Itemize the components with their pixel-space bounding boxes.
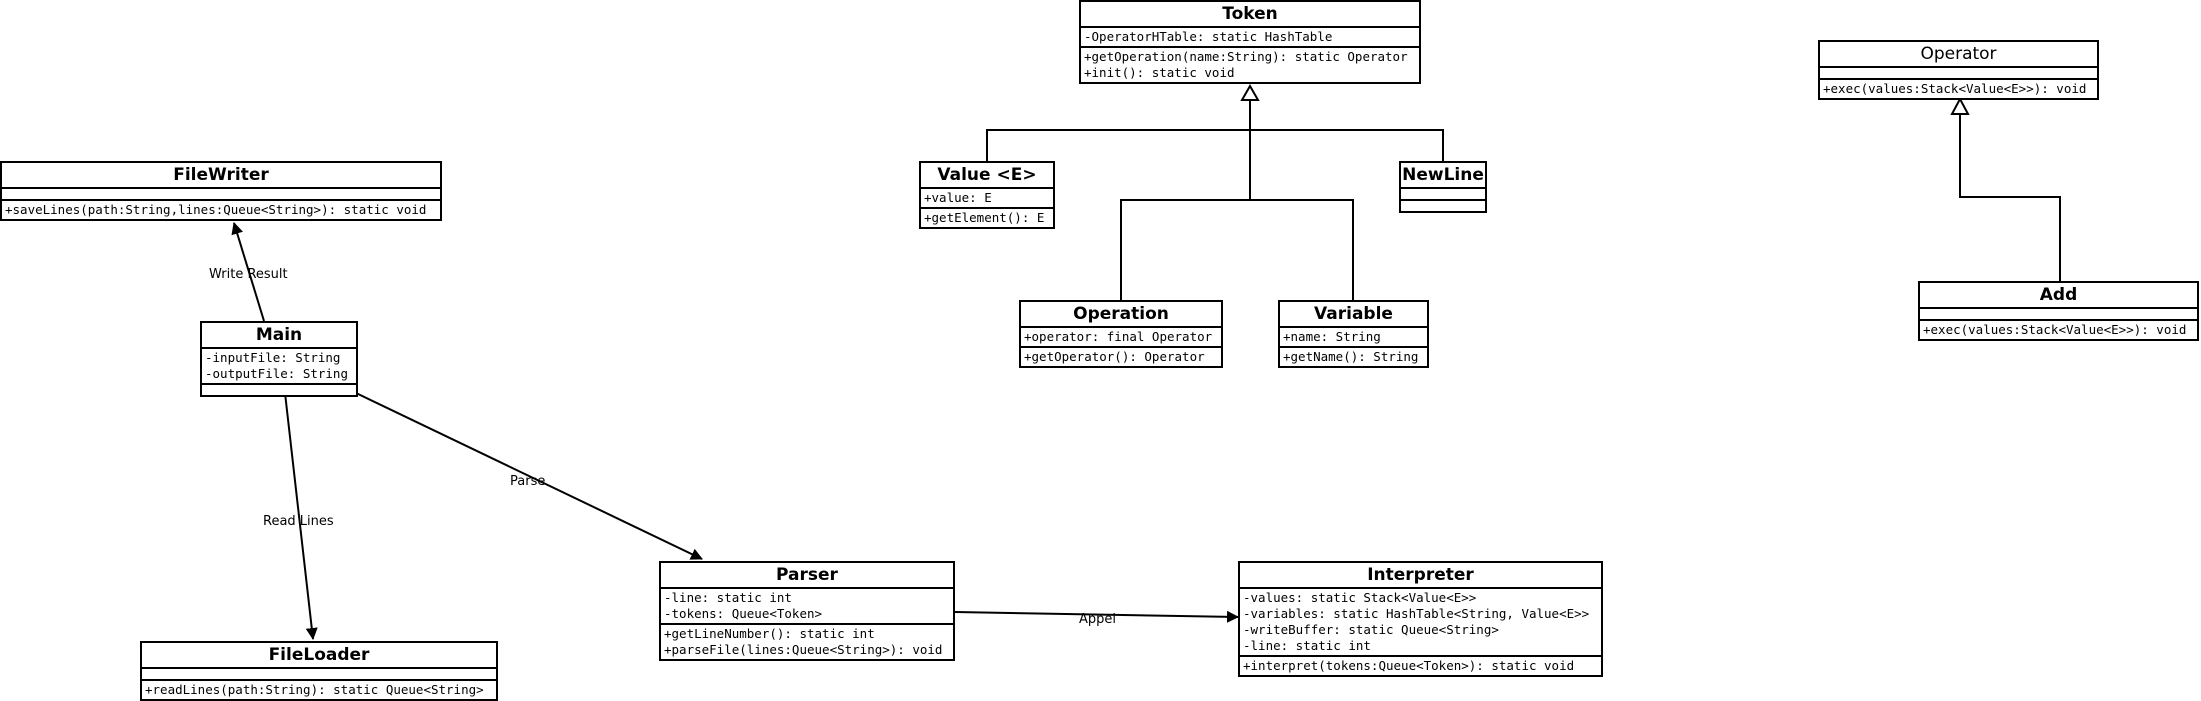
- class-name: Interpreter: [1240, 563, 1601, 589]
- attributes: -line: static int -tokens: Queue<Token>: [661, 589, 953, 625]
- class-name: Operation: [1021, 302, 1221, 328]
- operation: +interpret(tokens:Queue<Token>): static …: [1243, 658, 1575, 673]
- class-main[interactable]: Main -inputFile: String -outputFile: Str…: [200, 321, 358, 397]
- attributes: -OperatorHTable: static HashTable: [1081, 28, 1419, 48]
- operations: +interpret(tokens:Queue<Token>): static …: [1240, 657, 1601, 675]
- class-parser[interactable]: Parser -line: static int -tokens: Queue<…: [659, 561, 955, 661]
- attribute: -values: static Stack<Value<E>>: [1243, 590, 1477, 605]
- attribute: +operator: final Operator: [1024, 329, 1213, 344]
- read-lines-arrow: [284, 392, 318, 640]
- class-name: FileWriter: [2, 163, 440, 189]
- attribute: -OperatorHTable: static HashTable: [1084, 29, 1333, 44]
- attribute: -line: static int: [1243, 638, 1371, 653]
- class-interpreter[interactable]: Interpreter -values: static Stack<Value<…: [1238, 561, 1603, 677]
- class-newline[interactable]: NewLine: [1399, 161, 1487, 213]
- attributes: +name: String: [1280, 328, 1427, 348]
- class-name: Main: [202, 323, 356, 349]
- operations: +getElement(): E: [921, 209, 1053, 227]
- attributes: -inputFile: String -outputFile: String: [202, 349, 356, 385]
- operations: +readLines(path:String): static Queue<St…: [142, 681, 496, 699]
- attributes: +operator: final Operator: [1021, 328, 1221, 348]
- operation: +saveLines(path:String,lines:Queue<Strin…: [5, 202, 427, 217]
- operation: +getOperation(name:String): static Opera…: [1084, 49, 1408, 64]
- operations: +getOperation(name:String): static Opera…: [1081, 48, 1419, 82]
- attribute: +name: String: [1283, 329, 1381, 344]
- operation: +getLineNumber(): static int: [664, 626, 875, 641]
- operations: [1401, 201, 1485, 211]
- operation: +getElement(): E: [924, 210, 1045, 225]
- class-name: Variable: [1280, 302, 1427, 328]
- attributes: +value: E: [921, 189, 1053, 209]
- class-name: Token: [1081, 2, 1419, 28]
- class-operation[interactable]: Operation +operator: final Operator +get…: [1019, 300, 1223, 368]
- generalization-operator: [1950, 96, 2061, 281]
- class-name: FileLoader: [142, 643, 496, 669]
- attribute: -outputFile: String: [205, 366, 348, 381]
- operations: +getOperator(): Operator: [1021, 348, 1221, 366]
- class-name: Value <E>: [921, 163, 1053, 189]
- class-name: Operator: [1820, 42, 2097, 68]
- class-name: Parser: [661, 563, 953, 589]
- class-token[interactable]: Token -OperatorHTable: static HashTable …: [1079, 0, 1421, 84]
- attributes: [1401, 189, 1485, 201]
- class-variable[interactable]: Variable +name: String +getName(): Strin…: [1278, 300, 1429, 368]
- operations: +getName(): String: [1280, 348, 1427, 366]
- class-fileloader[interactable]: FileLoader +readLines(path:String): stat…: [140, 641, 498, 701]
- write-result-arrow: [231, 222, 265, 322]
- attributes: [1820, 68, 2097, 80]
- class-name: Add: [1920, 283, 2197, 309]
- read-lines-label: Read Lines: [263, 514, 334, 529]
- attribute: -writeBuffer: static Queue<String>: [1243, 622, 1499, 637]
- parse-arrow: [355, 392, 703, 560]
- operations: +exec(values:Stack<Value<E>>): void: [1920, 321, 2197, 339]
- operation: +exec(values:Stack<Value<E>>): void: [1923, 322, 2187, 337]
- write-result-label: Write Result: [209, 267, 288, 282]
- attributes: [1920, 309, 2197, 321]
- parse-label: Parse: [510, 474, 546, 489]
- operation: +exec(values:Stack<Value<E>>): void: [1823, 81, 2087, 96]
- attributes: [2, 189, 440, 201]
- appel-label: Appel: [1079, 612, 1117, 627]
- class-add[interactable]: Add +exec(values:Stack<Value<E>>): void: [1918, 281, 2199, 341]
- class-operator[interactable]: Operator +exec(values:Stack<Value<E>>): …: [1818, 40, 2099, 100]
- attribute: -variables: static HashTable<String, Val…: [1243, 606, 1590, 621]
- attributes: -values: static Stack<Value<E>> -variabl…: [1240, 589, 1601, 657]
- operation: +init(): static void: [1084, 65, 1235, 80]
- operations: +saveLines(path:String,lines:Queue<Strin…: [2, 201, 440, 219]
- attribute: -tokens: Queue<Token>: [664, 606, 823, 621]
- operations: +getLineNumber(): static int +parseFile(…: [661, 625, 953, 659]
- operation: +readLines(path:String): static Queue<St…: [145, 682, 484, 697]
- operations: [202, 385, 356, 395]
- generalization-token: [986, 83, 1444, 300]
- attribute: -line: static int: [664, 590, 792, 605]
- attributes: [142, 669, 496, 681]
- class-filewriter[interactable]: FileWriter +saveLines(path:String,lines:…: [0, 161, 442, 221]
- operation: +parseFile(lines:Queue<String>): void: [664, 642, 943, 657]
- class-value[interactable]: Value <E> +value: E +getElement(): E: [919, 161, 1055, 229]
- operation: +getOperator(): Operator: [1024, 349, 1205, 364]
- operations: +exec(values:Stack<Value<E>>): void: [1820, 80, 2097, 98]
- attribute: -inputFile: String: [205, 350, 341, 365]
- appel-arrow: [954, 610, 1239, 623]
- class-name: NewLine: [1401, 163, 1485, 189]
- attribute: +value: E: [924, 190, 992, 205]
- operation: +getName(): String: [1283, 349, 1419, 364]
